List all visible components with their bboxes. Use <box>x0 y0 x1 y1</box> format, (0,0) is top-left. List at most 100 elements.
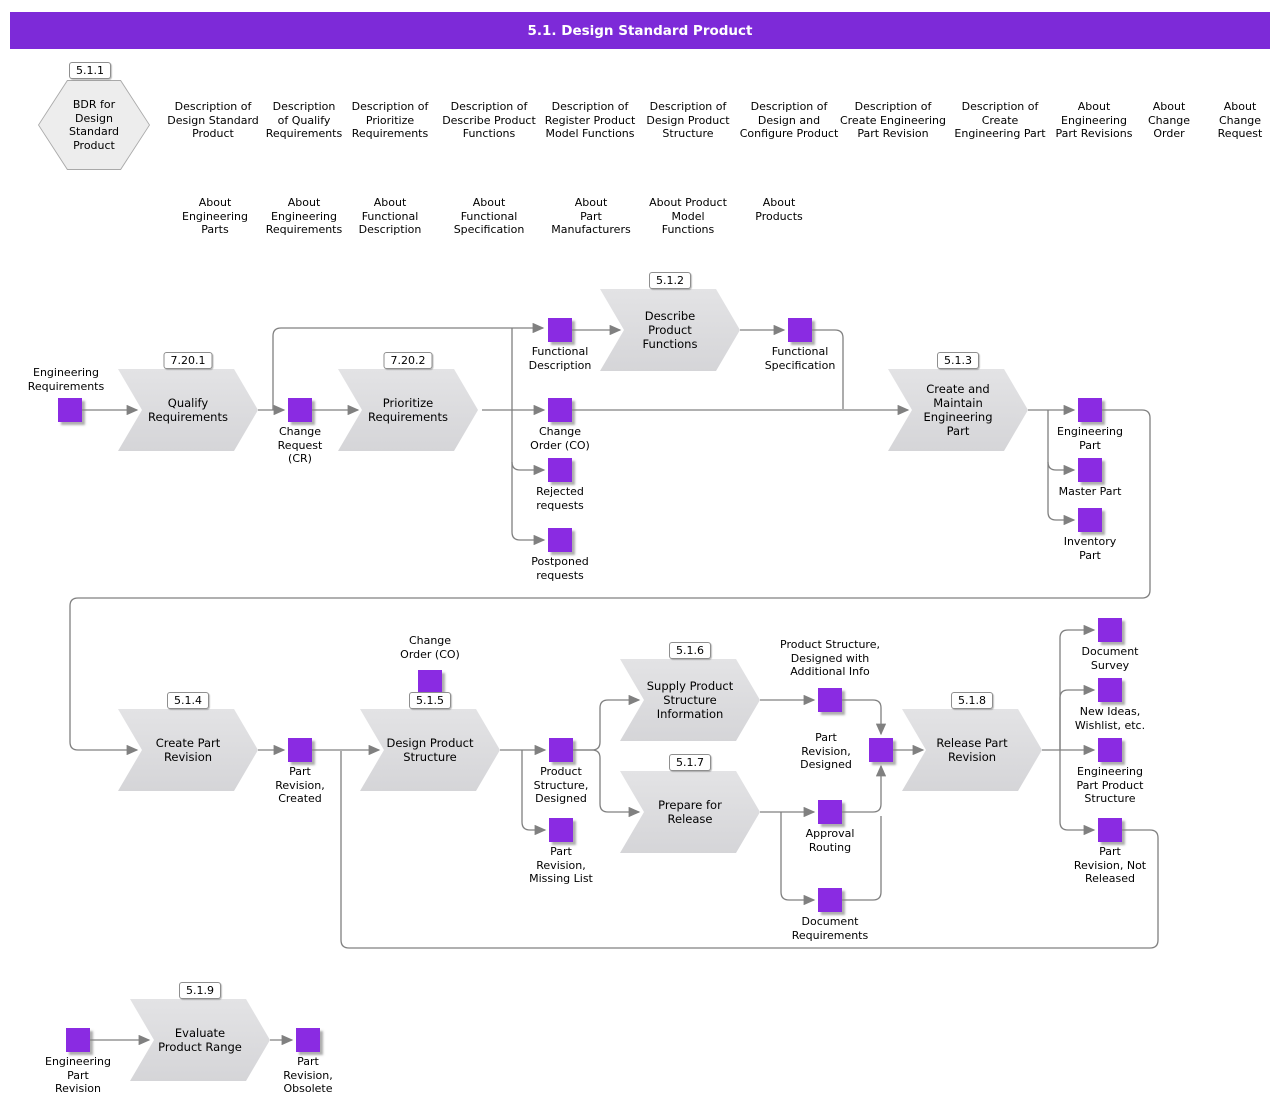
info-icon-engineering-parts: About Engineering Parts <box>160 174 270 237</box>
info-icon-part-manufacturers: About Part Manufacturers <box>536 174 646 237</box>
artifact-label-engineering-requirements: Engineering Requirements <box>27 366 105 393</box>
badge-create-part-revision[interactable]: 5.1.4 <box>167 692 209 709</box>
artifact-document-requirements[interactable] <box>818 888 842 912</box>
artifact-approval-routing[interactable] <box>818 800 842 824</box>
artifact-postponed-requests[interactable] <box>548 528 572 552</box>
process-evaluate-product-range[interactable]: Evaluate Product Range <box>130 999 270 1081</box>
artifact-part-revision-missing-list[interactable] <box>549 818 573 842</box>
artifact-label-rejected-requests: Rejected requests <box>536 485 584 512</box>
artifact-label-change-order-co: Change Order (CO) <box>530 425 590 452</box>
artifact-label-part-revision-not-released: Part Revision, Not Released <box>1073 845 1147 885</box>
artifact-label-approval-routing: Approval Routing <box>805 827 855 854</box>
artifact-label-new-ideas-wishlist: New Ideas, Wishlist, etc. <box>1074 705 1146 732</box>
artifact-change-request-cr[interactable] <box>288 398 312 422</box>
artifact-engineering-part-product-structure[interactable] <box>1098 738 1122 762</box>
artifact-engineering-part[interactable] <box>1078 398 1102 422</box>
info-icon-label: About Product Model Functions <box>649 196 727 236</box>
badge-prepare-for-release[interactable]: 5.1.7 <box>669 754 711 771</box>
info-icon-functional-specification: About Functional Specification <box>434 174 544 237</box>
badge-qualify[interactable]: 7.20.1 <box>163 352 213 369</box>
badge-supply-product-structure-information[interactable]: 5.1.6 <box>669 642 711 659</box>
artifact-label-part-revision-designed: Part Revision, Designed <box>800 731 852 771</box>
info-icon-label: About Engineering Part Revisions <box>1055 100 1133 140</box>
artifact-part-revision-created[interactable] <box>288 738 312 762</box>
badge-bdr[interactable]: 5.1.1 <box>69 62 111 79</box>
info-icon-products: About Products <box>724 174 834 223</box>
artifact-master-part[interactable] <box>1078 458 1102 482</box>
artifact-new-ideas-wishlist[interactable] <box>1098 678 1122 702</box>
bdr-hexagon[interactable]: BDR for Design Standard Product <box>38 80 150 170</box>
artifact-change-order-co[interactable] <box>548 398 572 422</box>
info-icon-register-product-model-functions: Description of Register Product Model Fu… <box>535 78 645 141</box>
info-icon-design-standard-product: Description of Design Standard Product <box>158 78 268 141</box>
info-icon-label: Description of Register Product Model Fu… <box>544 100 636 140</box>
info-icon-label: Description of Describe Product Function… <box>442 100 536 140</box>
info-icon-label: About Change Order <box>1147 100 1191 140</box>
artifact-functional-description[interactable] <box>548 318 572 342</box>
info-icon-label: About Change Request <box>1217 100 1263 140</box>
artifact-label-functional-description: Functional Description <box>528 345 592 372</box>
process-release-part-revision[interactable]: Release Part Revision <box>902 709 1042 791</box>
artifact-document-survey[interactable] <box>1098 618 1122 642</box>
artifact-part-revision-obsolete[interactable] <box>296 1028 320 1052</box>
info-icon-label: About Products <box>755 196 803 223</box>
info-icon-design-product-structure: Description of Design Product Structure <box>633 78 743 141</box>
artifact-part-revision-designed[interactable] <box>869 738 893 762</box>
info-icon-design-configure-product: Description of Design and Configure Prod… <box>734 78 844 141</box>
process-prepare-for-release[interactable]: Prepare for Release <box>620 771 760 853</box>
info-icon-label: About Functional Specification <box>453 196 525 236</box>
artifact-change-order-co-2[interactable] <box>418 670 442 694</box>
info-icon-create-engineering-part: Description of Create Engineering Part <box>945 78 1055 141</box>
info-icon-label: Description of Design Product Structure <box>646 100 730 140</box>
artifact-label-change-order-co-2: Change Order (CO) <box>400 634 460 661</box>
artifact-engineering-part-revision[interactable] <box>66 1028 90 1052</box>
info-icon-prioritize-requirements: Description of Prioritize Requirements <box>335 78 445 141</box>
info-icon-label: About Engineering Parts <box>182 196 248 236</box>
badge-evaluate-product-range[interactable]: 5.1.9 <box>179 982 221 999</box>
badge-design-product-structure[interactable]: 5.1.5 <box>409 692 451 709</box>
info-icon-label: Description of Create Engineering Part <box>954 100 1046 140</box>
info-icon-engineering-requirements: About Engineering Requirements <box>249 174 359 237</box>
info-icon-label: Description of Create Engineering Part R… <box>839 100 947 140</box>
artifact-label-functional-specification: Functional Specification <box>764 345 836 372</box>
artifact-label-document-requirements: Document Requirements <box>791 915 869 942</box>
info-icon-label: About Part Manufacturers <box>551 196 631 236</box>
artifact-label-document-survey: Document Survey <box>1081 645 1139 672</box>
badge-prioritize[interactable]: 7.20.2 <box>383 352 433 369</box>
artifact-product-structure-designed-addinfo[interactable] <box>818 688 842 712</box>
info-icon-label: Description of Qualify Requirements <box>265 100 343 140</box>
badge-describe-product-functions[interactable]: 5.1.2 <box>649 272 691 289</box>
artifact-label-master-part: Master Part <box>1058 485 1122 498</box>
badge-release-part-revision[interactable]: 5.1.8 <box>951 692 993 709</box>
info-icon-describe-product-functions: Description of Describe Product Function… <box>434 78 544 141</box>
artifact-label-part-revision-created: Part Revision, Created <box>275 765 325 805</box>
info-icon-label: About Functional Description <box>358 196 422 236</box>
artifact-inventory-part[interactable] <box>1078 508 1102 532</box>
info-icon-label: Description of Design and Configure Prod… <box>739 100 839 140</box>
artifact-part-revision-not-released[interactable] <box>1098 818 1122 842</box>
artifact-label-part-revision-obsolete: Part Revision, Obsolete <box>283 1055 333 1095</box>
info-icon-change-order: About Change Order <box>1114 78 1224 141</box>
info-icon-functional-description: About Functional Description <box>335 174 445 237</box>
info-icon-label: Description of Prioritize Requirements <box>351 100 429 140</box>
badge-create-maintain-engineering-part[interactable]: 5.1.3 <box>937 352 979 369</box>
artifact-label-engineering-part: Engineering Part <box>1057 425 1123 452</box>
info-icon-product-model-functions: About Product Model Functions <box>633 174 743 237</box>
artifact-label-inventory-part: Inventory Part <box>1063 535 1117 562</box>
artifact-label-part-revision-missing-list: Part Revision, Missing List <box>529 845 593 885</box>
page-title: 5.1. Design Standard Product <box>10 12 1270 49</box>
artifact-label-engineering-part-revision: Engineering Part Revision <box>45 1055 111 1095</box>
artifact-label-postponed-requests: Postponed requests <box>531 555 589 582</box>
artifact-label-change-request-cr: Change Request (CR) <box>277 425 323 465</box>
artifact-label-product-structure-designed: Product Structure, Designed <box>533 765 589 805</box>
info-icon-label: Description of Design Standard Product <box>167 100 259 140</box>
artifact-functional-specification[interactable] <box>788 318 812 342</box>
info-icon-engineering-part-revisions: About Engineering Part Revisions <box>1039 78 1149 141</box>
artifact-label-engineering-part-product-structure: Engineering Part Product Structure <box>1076 765 1144 805</box>
artifact-engineering-requirements[interactable] <box>58 398 82 422</box>
artifact-rejected-requests[interactable] <box>548 458 572 482</box>
info-icon-qualify-requirements: Description of Qualify Requirements <box>249 78 359 141</box>
info-icon-change-request: About Change Request <box>1185 78 1280 141</box>
artifact-product-structure-designed[interactable] <box>549 738 573 762</box>
